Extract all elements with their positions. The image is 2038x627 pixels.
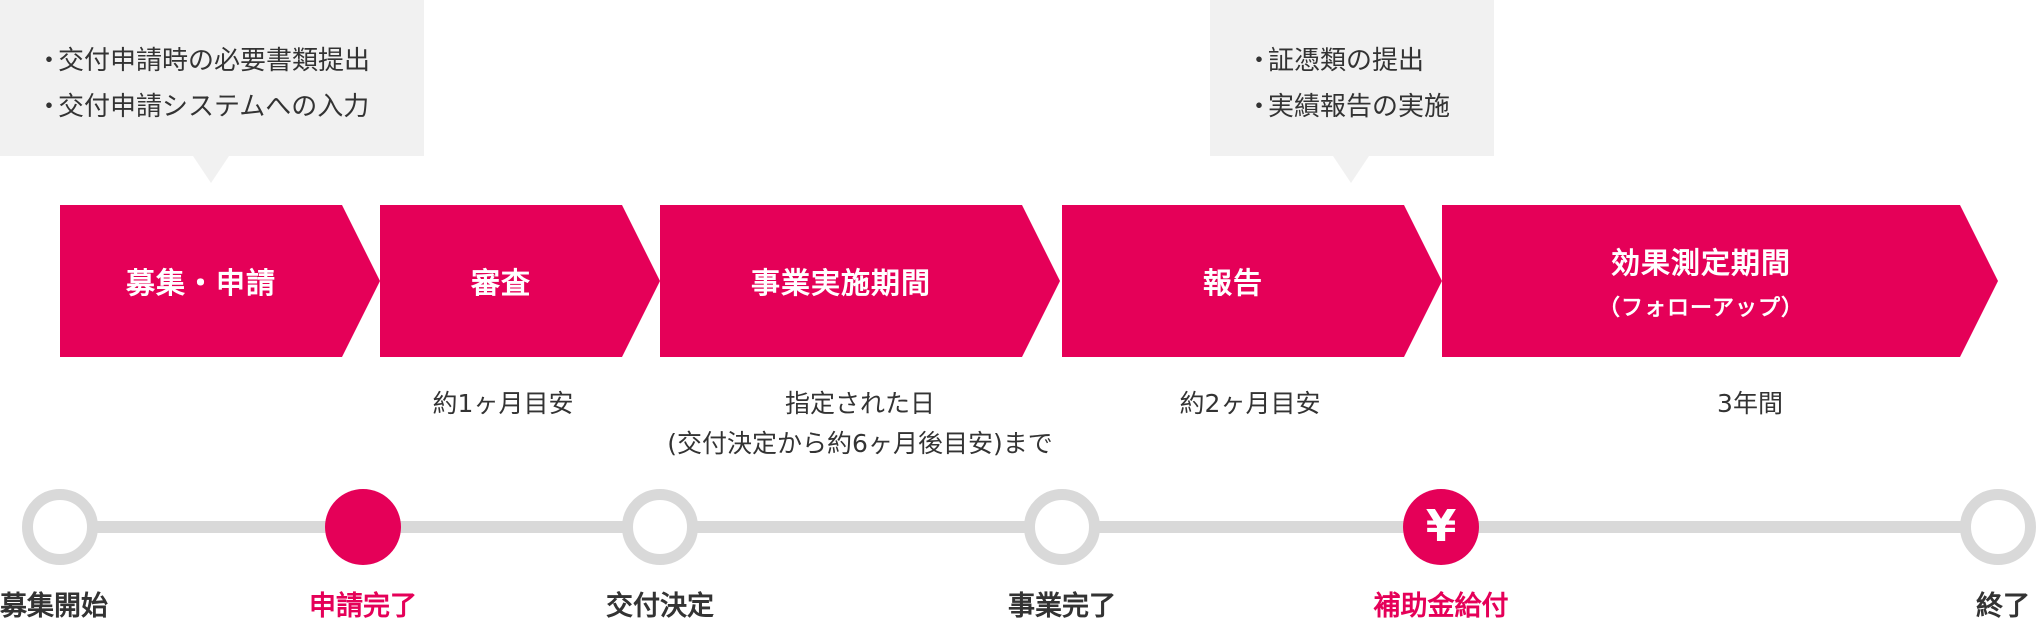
duration-text: 3年間	[1717, 389, 1783, 418]
duration-text: 約2ヶ月目安	[1179, 389, 1321, 418]
duration-text: (交付決定から約6ヶ月後目安)まで	[667, 429, 1053, 458]
stage-label: 事業実施期間	[750, 266, 931, 300]
callout-item-text: 証憑類の提出	[1268, 46, 1425, 76]
milestone-label: 申請完了	[309, 591, 417, 622]
stage-label: 審査	[470, 266, 531, 300]
milestone-label: 終了	[1976, 591, 2030, 622]
milestone-node-grant-decision	[622, 489, 698, 565]
callout-report-tasks: ・証憑類の提出 ・実績報告の実施	[1210, 0, 1494, 183]
stage-label: 報告	[1202, 266, 1263, 300]
callout-list: ・証憑類の提出 ・実績報告の実施	[1246, 38, 1494, 130]
bullet: ・	[1246, 92, 1273, 122]
milestone-node-application-complete	[325, 489, 401, 565]
stage-sublabel: （フォローアップ）	[1597, 296, 1805, 321]
stage-label: 効果測定期間	[1610, 246, 1791, 280]
callout-list: ・交付申請時の必要書類提出 ・交付申請システムへの入力	[36, 38, 424, 130]
callout-item-text: 交付申請時の必要書類提出	[58, 46, 371, 76]
timeline-line	[60, 521, 1980, 533]
callout-application-tasks: ・交付申請時の必要書類提出 ・交付申請システムへの入力	[0, 0, 424, 183]
milestone-label: 事業完了	[1008, 591, 1116, 622]
callout-pointer	[1333, 156, 1369, 183]
callout-pointer	[193, 156, 229, 183]
callout-item: ・交付申請システムへの入力	[36, 84, 424, 130]
duration-text: 約1ヶ月目安	[432, 389, 574, 418]
milestone-label: 交付決定	[606, 591, 714, 622]
callout-item: ・交付申請時の必要書類提出	[36, 38, 424, 84]
stage-application: 募集・申請	[60, 205, 380, 357]
yen-icon: ¥	[1425, 501, 1457, 552]
stage-report: 報告	[1062, 205, 1442, 357]
milestone-node-subsidy-payment: ¥	[1403, 489, 1479, 565]
stage-project-period: 事業実施期間	[660, 205, 1060, 357]
callout-item-text: 実績報告の実施	[1268, 92, 1451, 122]
bullet: ・	[1246, 46, 1273, 76]
milestone-label: 募集開始	[0, 591, 108, 622]
milestone-node-project-complete	[1024, 489, 1100, 565]
callout-item-text: 交付申請システムへの入力	[58, 92, 370, 122]
stage-effect-measurement: 効果測定期間 （フォローアップ）	[1442, 205, 1998, 357]
stage-label: 募集・申請	[125, 266, 276, 300]
callout-item: ・証憑類の提出	[1246, 38, 1494, 84]
milestone-node-end	[1960, 489, 2036, 565]
bullet: ・	[36, 92, 63, 122]
duration-effect-measurement: 3年間	[1442, 384, 2038, 424]
bullet: ・	[36, 46, 63, 76]
duration-review: 約1ヶ月目安	[380, 384, 626, 424]
duration-project-period: 指定された日 (交付決定から約6ヶ月後目安)まで	[640, 384, 1080, 464]
duration-text: 指定された日	[784, 389, 935, 418]
milestone-node-start	[22, 489, 98, 565]
stage-review: 審査	[380, 205, 660, 357]
milestone-label: 補助金給付	[1373, 591, 1509, 622]
duration-report: 約2ヶ月目安	[1062, 384, 1438, 424]
callout-item: ・実績報告の実施	[1246, 84, 1494, 130]
